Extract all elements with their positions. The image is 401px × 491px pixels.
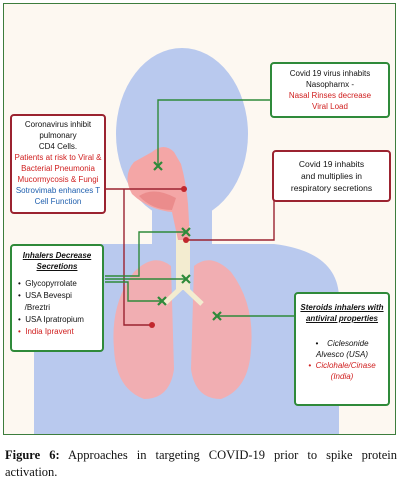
callout-text: Covid 19 inhabits xyxy=(298,159,365,169)
x-mark-icon xyxy=(212,311,222,321)
figure-frame: Covid 19 virus inhabits Nasopharnx - Nas… xyxy=(3,3,396,435)
callout-text-blue: Cell Function xyxy=(34,197,82,206)
callout-text: respiratory secretions xyxy=(290,183,373,193)
red-dot-icon xyxy=(149,322,155,328)
figure-caption: Figure 6: Approaches in targeting COVID-… xyxy=(5,447,397,481)
callout-text: Nasopharnx - xyxy=(305,80,355,89)
callout-text-red: Mucormycosis & Fungi xyxy=(17,175,99,184)
callout-text-blue: Sotrovimab enhances T xyxy=(15,186,101,195)
connector-inhalers-1 xyxy=(105,231,186,277)
list-item: • Ciclohale/Cinase xyxy=(308,361,376,370)
secretions-callout: Covid 19 inhabits and multiplies in resp… xyxy=(272,150,391,202)
callout-text-red: Bacterial Pneumonia xyxy=(21,164,95,173)
nasopharynx-callout: Covid 19 virus inhabits Nasopharnx - Nas… xyxy=(270,62,390,118)
steroids-callout: Steroids inhalers with antiviral propert… xyxy=(294,292,390,406)
figure-caption-text: Approaches in targeting COVID-19 prior t… xyxy=(5,448,397,479)
callout-title: Steroids inhalers with xyxy=(300,303,384,312)
x-mark-icon xyxy=(153,161,163,171)
connector-cd4-lung xyxy=(123,189,152,326)
x-mark-icon xyxy=(181,227,191,237)
inhalers-callout: Inhalers Decrease Secretions • Glycopyrr… xyxy=(10,244,104,352)
callout-text: pulmonary xyxy=(39,131,77,140)
connector-inhalers-3 xyxy=(105,281,162,302)
callout-text-red: Viral Load xyxy=(312,102,348,111)
callout-title: antiviral properties xyxy=(305,314,379,323)
connector-lines xyxy=(105,99,298,326)
cd4-callout: Coronavirus inhibit pulmonary CD4 Cells.… xyxy=(10,114,106,214)
callout-text: Coronavirus inhibit xyxy=(24,120,92,129)
callout-text: Covid 19 virus inhabits xyxy=(289,69,371,78)
callout-text: CD4 Cells. xyxy=(38,142,78,151)
list-item: • USA Ipratropium xyxy=(18,315,84,324)
list-item: • Glycopyrrolate xyxy=(18,279,77,288)
inhalers-list: • Glycopyrrolate • USA Bevespi /Breztri … xyxy=(18,278,102,338)
list-item: • USA Bevespi xyxy=(18,291,72,300)
right-lung xyxy=(191,260,252,399)
callout-title: Inhalers Decrease xyxy=(22,251,92,260)
tongue xyxy=(139,191,176,210)
red-dot-icon xyxy=(183,237,189,243)
figure-label: Figure 6: xyxy=(5,448,60,462)
connector-nasopharynx xyxy=(157,99,276,166)
list-item: • India Ipravent xyxy=(18,327,74,336)
callout-text-red: Patients at risk to Viral & xyxy=(14,153,102,162)
list-item: (India) xyxy=(330,372,354,381)
steroids-list: • Ciclesonide Alvesco (USA) • Ciclohale/… xyxy=(296,338,388,382)
callout-text: and multiplies in xyxy=(301,171,362,181)
list-item: /Breztri xyxy=(24,303,51,312)
callout-text-red: Nasal Rinses decrease xyxy=(288,91,372,100)
x-mark-icon xyxy=(157,296,167,306)
connector-secretions xyxy=(186,188,275,241)
list-item: Alvesco (USA) xyxy=(315,350,368,359)
x-mark-icon xyxy=(181,274,191,284)
bronchi xyxy=(162,284,204,306)
callout-title: Secretions xyxy=(36,262,78,271)
list-item: • Ciclesonide xyxy=(315,339,369,348)
torso xyxy=(34,244,339,434)
anatomy-illustration xyxy=(34,48,339,434)
red-dot-icon xyxy=(181,186,187,192)
